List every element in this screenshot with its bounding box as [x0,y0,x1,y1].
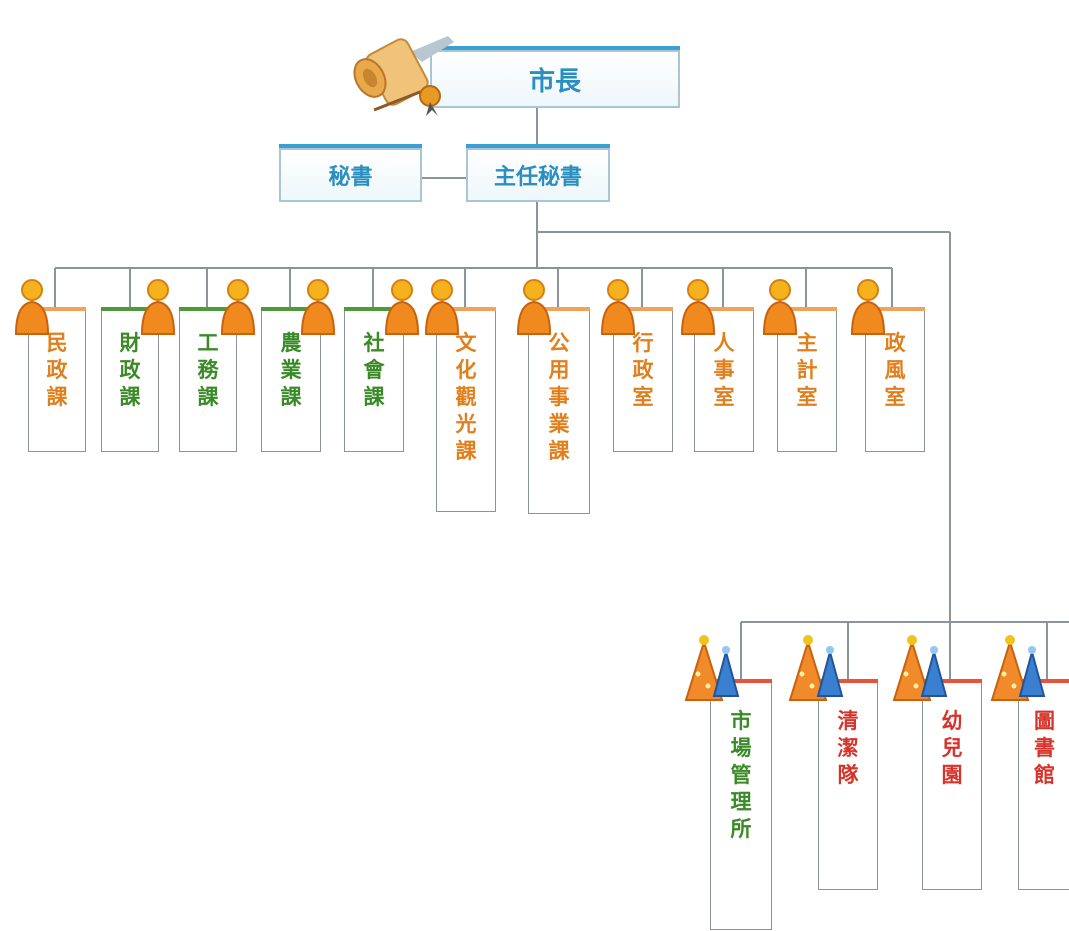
unit-box: 市 場 管 理 所 [710,679,772,930]
dept-accent-bar [694,307,754,311]
dept-accent-bar [179,307,237,311]
secretary-accent-bar [279,144,422,148]
dept-name: 文 化 觀 光 課 [455,330,477,463]
person-icon [220,279,256,335]
dept-name: 政 風 室 [884,330,906,409]
dept-name: 工 務 課 [197,330,219,409]
person-icon [424,279,460,335]
person-icon [762,279,798,335]
chief-secretary-accent-bar [466,144,610,148]
unit-name: 圖 書 館 [1034,708,1055,787]
unit-accent-bar [922,679,982,683]
chief-secretary-title: 主任秘書 [493,164,582,190]
dept-box: 農 業 課 [261,307,321,452]
dept-accent-bar [613,307,673,311]
dept-box: 民 政 課 [28,307,86,452]
dept-name: 主 計 室 [796,330,818,409]
mayor-accent-bar [430,46,680,50]
party-hat-icon [788,635,844,701]
dept-box: 文 化 觀 光 課 [436,307,496,512]
dept-accent-bar [28,307,86,311]
unit-accent-bar [818,679,878,683]
dept-accent-bar [436,307,496,311]
secretary-box: 秘書 [279,144,422,202]
unit-name: 清 潔 隊 [837,708,859,787]
dept-accent-bar [101,307,159,311]
party-hat-icon [892,635,948,701]
scroll-icon [353,36,454,116]
unit-name: 市 場 管 理 所 [730,708,752,841]
person-icon [850,279,886,335]
dept-accent-bar [528,307,590,311]
party-hat-icon [684,635,740,701]
dept-name: 民 政 課 [46,330,68,409]
dept-name: 公 用 事 業 課 [548,330,570,463]
dept-accent-bar [261,307,321,311]
party-hat-icon [990,635,1046,701]
unit-box: 清 潔 隊 [818,679,878,890]
chief-secretary-box: 主任秘書 [466,144,610,202]
unit-box: 幼 兒 園 [922,679,982,890]
dept-name: 社 會 課 [363,330,385,409]
dept-accent-bar [344,307,404,311]
unit-accent-bar [1018,679,1069,683]
person-icon [140,279,176,335]
dept-name: 財 政 課 [119,330,141,409]
dept-box: 公 用 事 業 課 [528,307,590,514]
unit-box: 圖 書 館 [1018,679,1069,890]
unit-accent-bar [710,679,772,683]
dept-name: 人 事 室 [713,330,735,409]
person-icon [600,279,636,335]
dept-name: 農 業 課 [280,330,302,409]
secretary-title: 秘書 [328,164,373,190]
person-icon [14,279,50,335]
person-icon [384,279,420,335]
person-icon [680,279,716,335]
dept-accent-bar [777,307,837,311]
person-icon [300,279,336,335]
mayor-title: 市長 [528,66,581,97]
unit-name: 幼 兒 園 [941,708,963,787]
person-icon [516,279,552,335]
dept-name: 行 政 室 [632,330,654,409]
dept-accent-bar [865,307,925,311]
mayor-box: 市長 [430,46,680,108]
dept-box: 政 風 室 [865,307,925,452]
